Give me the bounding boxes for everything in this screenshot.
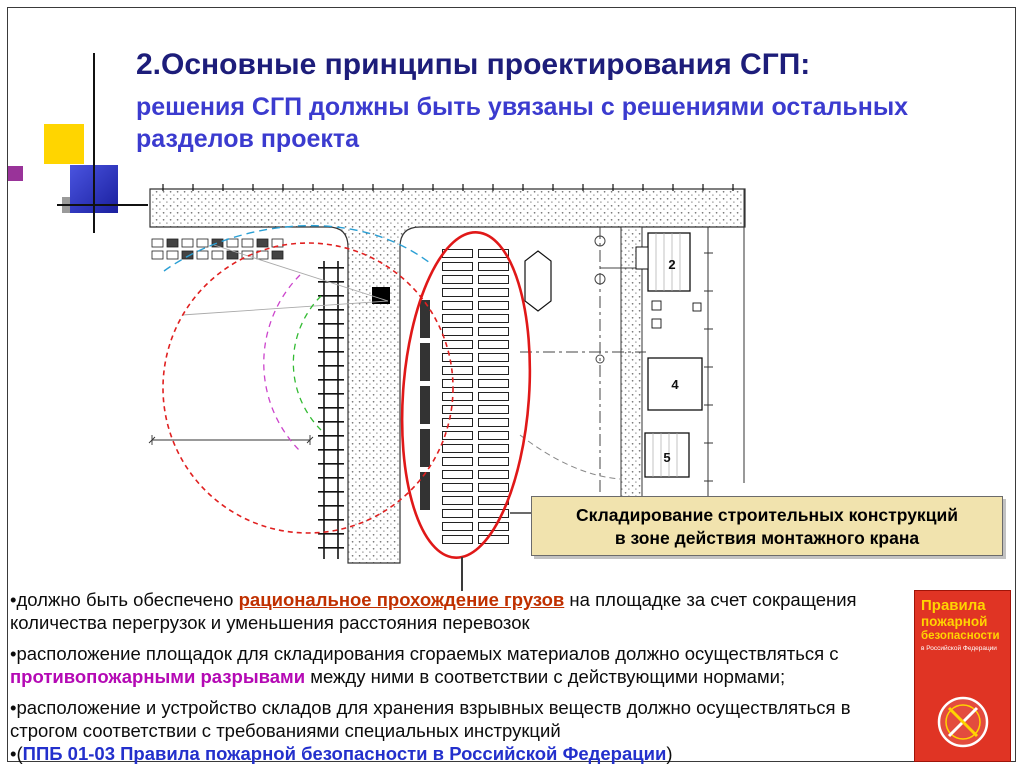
bullet-2: •расположение площадок для складирования… (10, 642, 918, 688)
building-4 (647, 357, 703, 411)
bullet-4: •(ППБ 01-03 Правила пожарной безопасност… (10, 742, 918, 765)
crane-track (318, 261, 344, 559)
dimension-line (148, 435, 314, 445)
temp-buildings-row (151, 238, 284, 260)
bullet-4-open: •( (10, 743, 23, 764)
utility-curve-blue (163, 224, 431, 272)
fence-ticks (162, 184, 734, 191)
decor-purple-square (8, 166, 23, 181)
decor-horizontal-line (57, 204, 152, 206)
bullet-4-close: ) (666, 743, 673, 764)
callout-connector-line (461, 557, 463, 591)
bullet-1-emphasis: рациональное прохождение грузов (238, 589, 565, 610)
buildings: 2 4 5 (519, 227, 713, 525)
radius-arc-magenta (263, 274, 301, 452)
bullet-1-rest: на площадке за счет сокращения количеств… (10, 589, 857, 633)
book-cover: Правила пожарной безопасности в Российск… (914, 590, 1011, 762)
bullet-4-emphasis: ППБ 01-03 Правила пожарной безопасности … (22, 743, 667, 764)
crane-radius-annotations (162, 224, 532, 559)
site-plan-svg: 2 4 5 (148, 184, 746, 564)
bullet-list: •должно быть обеспечено рациональное про… (10, 588, 918, 765)
bullet-2-emphasis: противопожарными разрывами (10, 666, 306, 687)
fire-safety-emblem-icon (937, 696, 989, 748)
decor-vertical-line (93, 53, 95, 233)
building-label-4: 4 (671, 377, 679, 392)
slide-subtitle: решения СГП должны быть увязаны с решени… (136, 93, 909, 153)
radius-arc-green (292, 295, 322, 431)
book-title-line1: Правила (921, 597, 986, 614)
building-5 (644, 432, 690, 478)
bullet-2-text: •расположение площадок для складирования… (10, 643, 839, 664)
slide-border (7, 7, 1016, 762)
bullet-3: •расположение и устройство складов для х… (10, 697, 851, 741)
storage-highlight-ellipse (400, 231, 532, 559)
slide-title: 2.Основные принципы проектирования СГП: (136, 48, 811, 81)
bullet-2-rest: между ними в соответствии с действующими… (305, 666, 786, 687)
callout-box: Складирование строительных конструкций в… (531, 496, 1003, 556)
storage-area (420, 249, 552, 548)
callout-line1: Складирование строительных конструкций (576, 505, 958, 525)
decor-yellow-square (44, 124, 84, 164)
panel-stack-symbol (524, 250, 552, 312)
book-title-line3: безопасности (921, 629, 1000, 642)
bullet-1-text: •должно быть обеспечено (10, 589, 239, 610)
building-label-2: 2 (668, 257, 675, 272)
callout-line2: в зоне действия монтажного крана (614, 527, 920, 548)
building-label-5: 5 (663, 450, 670, 465)
crane-reach-circle-red (162, 242, 454, 534)
book-title-line2: пожарной (921, 613, 988, 629)
bullet-1: •должно быть обеспечено рациональное про… (10, 588, 918, 634)
book-subtitle: в Российской Федерации (921, 644, 997, 652)
